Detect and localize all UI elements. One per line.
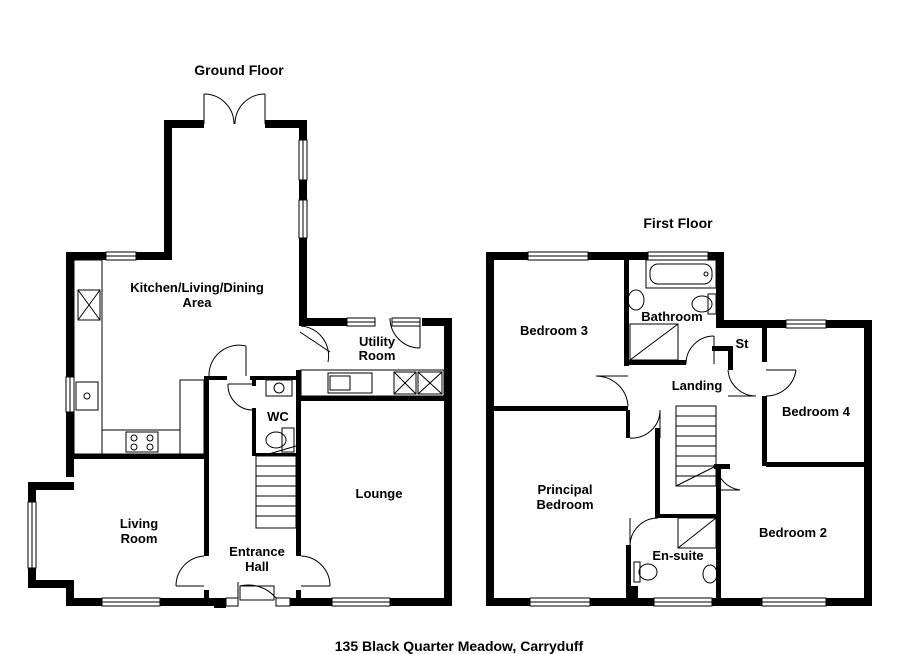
room-label-bathroom: Bathroom: [641, 309, 702, 324]
room-label-wc: WC: [267, 409, 289, 424]
ground-floor-doors: [175, 93, 421, 602]
ground-floor-fixtures: [73, 259, 445, 529]
room-label-utility-line2: Room: [359, 348, 396, 363]
room-label-kitchen-line2: Area: [183, 295, 213, 310]
ground-floor-windows: [27, 139, 391, 607]
room-label-hall-line1: Entrance: [229, 544, 285, 559]
property-address: 135 Black Quarter Meadow, Carryduff: [335, 638, 584, 654]
first-floor-doors: [595, 335, 797, 546]
first-floor-internal-walls: [494, 256, 868, 604]
room-label-store: St: [736, 336, 750, 351]
room-label-lounge: Lounge: [356, 486, 403, 501]
ground-floor-title: Ground Floor: [194, 62, 284, 78]
room-label-principal-line2: Bedroom: [536, 497, 593, 512]
first-floor-plan: First Floor Bedroom 3 Bathroom St Landin…: [486, 215, 872, 607]
room-label-bedroom3: Bedroom 3: [520, 323, 588, 338]
first-floor-windows: [527, 251, 827, 607]
first-floor-fixtures: [627, 259, 718, 584]
room-label-living-line2: Room: [121, 531, 158, 546]
room-label-kitchen-line1: Kitchen/Living/Dining: [130, 280, 264, 295]
room-label-bedroom2: Bedroom 2: [759, 525, 827, 540]
room-label-living-line1: Living: [120, 516, 158, 531]
ground-floor-plan: Ground Floor Kitchen/Living/Dining Area …: [27, 62, 452, 608]
room-label-utility-line1: Utility: [359, 334, 396, 349]
room-label-bedroom4: Bedroom 4: [782, 404, 851, 419]
first-floor-title: First Floor: [643, 215, 713, 231]
room-label-hall-line2: Hall: [245, 559, 269, 574]
ground-floor-internal-walls: [74, 370, 447, 604]
ground-floor-walls: [28, 120, 452, 608]
room-label-landing: Landing: [672, 378, 723, 393]
room-label-ensuite: En-suite: [652, 548, 703, 563]
room-label-principal-line1: Principal: [538, 482, 593, 497]
